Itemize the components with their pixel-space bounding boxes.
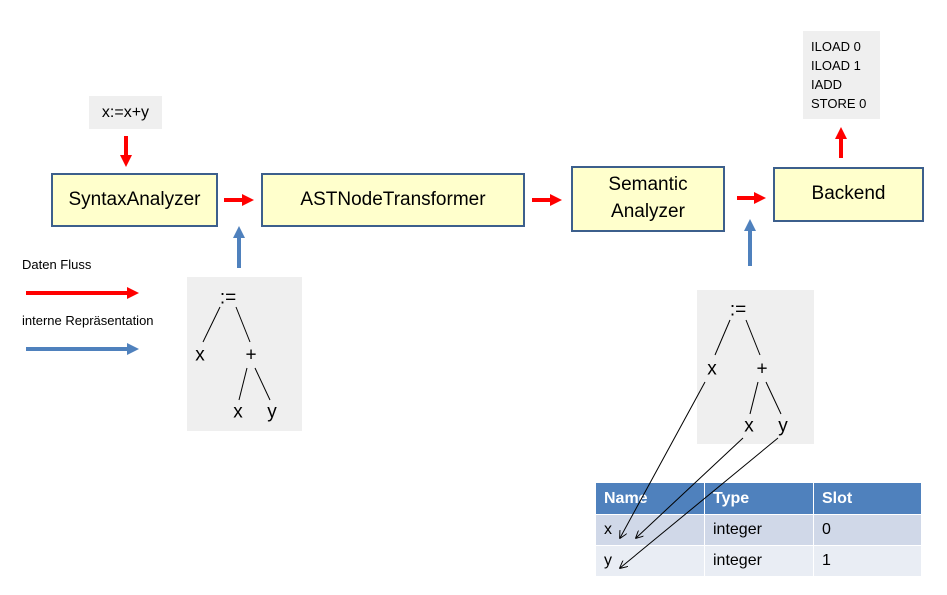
annotated-ast-panel bbox=[697, 290, 814, 444]
symbol-table: Name Type Slot x integer 0 y integer 1 bbox=[596, 483, 922, 576]
tree2-edges bbox=[714, 319, 782, 415]
semantic-analyzer-label-line2: Analyzer bbox=[611, 201, 685, 222]
link-op-x-to-row-x bbox=[636, 437, 744, 538]
table-row: x integer 0 bbox=[596, 514, 922, 546]
backend-label: Backend bbox=[811, 183, 886, 205]
cell-slot: 1 bbox=[813, 545, 922, 576]
tree-op-right-var: y bbox=[267, 401, 277, 423]
tree-op-right-var: y bbox=[778, 415, 788, 437]
cell-slot: 0 bbox=[813, 514, 922, 546]
bytecode-line: IADD bbox=[811, 77, 843, 92]
cell-name: y bbox=[596, 545, 705, 576]
legend-internal-label: interne Repräsentation bbox=[22, 313, 154, 328]
ast-tree-panel bbox=[187, 277, 302, 431]
ast-node-transformer-box: ASTNodeTransformer bbox=[261, 173, 525, 227]
cell-type: integer bbox=[704, 514, 814, 546]
tree-op-left-var: x bbox=[233, 401, 243, 423]
tree1-edges bbox=[202, 306, 271, 401]
cell-type: integer bbox=[704, 545, 814, 576]
tree-root: := bbox=[729, 299, 747, 321]
bytecode-box: ILOAD 0 ILOAD 1 IADD STORE 0 bbox=[803, 31, 880, 119]
tree-root: := bbox=[219, 287, 237, 309]
bytecode-line: ILOAD 0 bbox=[811, 39, 861, 54]
source-code-box: x:=x+y bbox=[89, 96, 162, 129]
source-code-text: x:=x+y bbox=[101, 103, 150, 121]
header-slot: Slot bbox=[813, 483, 922, 515]
legend-data-flow-label: Daten Fluss bbox=[22, 257, 92, 272]
tree-plus-op: + bbox=[756, 358, 768, 380]
ast-node-transformer-label: ASTNodeTransformer bbox=[300, 188, 486, 210]
bytecode-line: STORE 0 bbox=[811, 96, 867, 111]
header-name: Name bbox=[596, 483, 705, 515]
tree-plus-op: + bbox=[245, 344, 257, 366]
cell-name: x bbox=[596, 514, 705, 546]
symbol-table-header: Name Type Slot bbox=[596, 483, 922, 515]
semantic-analyzer-box: Semantic Analyzer bbox=[571, 166, 725, 232]
link-x-to-row-x bbox=[620, 381, 706, 538]
link-op-y-to-row-y bbox=[620, 437, 779, 568]
semantic-analyzer-label-line1: Semantic bbox=[608, 174, 688, 196]
tree-left-var: x bbox=[195, 344, 205, 366]
syntax-analyzer-label: SyntaxAnalyzer bbox=[68, 188, 201, 210]
tree-op-left-var: x bbox=[744, 415, 754, 437]
syntax-analyzer-box: SyntaxAnalyzer bbox=[51, 173, 218, 227]
header-type: Type bbox=[704, 483, 814, 515]
table-row: y integer 1 bbox=[596, 545, 922, 576]
tree-left-var: x bbox=[707, 358, 717, 380]
bytecode-line: ILOAD 1 bbox=[811, 58, 861, 73]
backend-box: Backend bbox=[773, 167, 924, 222]
